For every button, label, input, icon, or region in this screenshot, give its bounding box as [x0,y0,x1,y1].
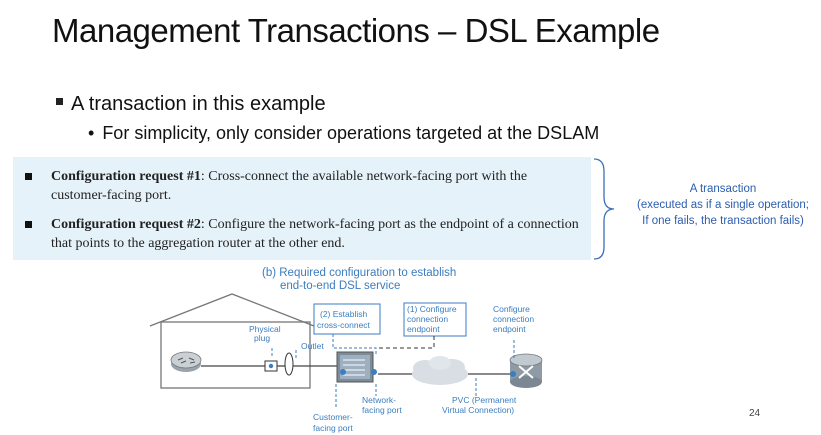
configure-connection-label: Configure [493,304,530,314]
configure-connection-label: connection [493,314,534,324]
network-cloud-icon [412,356,468,385]
transaction-note: A transaction (executed as if a single o… [623,181,821,229]
customer-port-label: Customer- [313,412,353,422]
physical-plug-label: plug [254,333,270,343]
diagram-title: (b) Required configuration to establish … [262,267,502,293]
request-text: : Configure the network-facing port as t… [51,217,579,251]
sub-bullet-text: For simplicity, only consider operations… [102,123,600,143]
router-endpoint-dot [510,371,516,377]
square-bullet-icon [56,98,63,106]
customer-port-dot [340,369,346,375]
aggregation-router-icon [509,353,543,388]
diagram-title-line: end-to-end DSL service [280,280,401,292]
network-port-label: Network- [362,395,396,405]
request-panel: Configuration request #1: Cross-connect … [13,157,591,260]
diagram-title-line: (b) Required configuration to establish [262,267,457,279]
note-line: If one fails, the transaction fails) [642,215,804,227]
configure-endpoint-label: endpoint [407,324,440,334]
network-port-dot [371,369,377,375]
configure-connection-label: endpoint [493,324,526,334]
physical-plug-icon [264,360,278,372]
request-label: Configuration request #1 [51,169,201,184]
transaction-brace [593,158,615,260]
slide-title: Management Transactions – DSL Example [52,12,660,49]
configure-endpoint-label: connection [407,314,448,324]
square-bullet-icon [25,221,32,228]
square-bullet-icon [25,173,32,180]
note-line: (executed as if a single operation; [637,199,809,211]
pvc-label: Virtual Connection) [442,405,514,415]
config-request-2: Configuration request #2: Configure the … [25,215,581,253]
config-request-1: Configuration request #1: Cross-connect … [25,167,581,205]
request-label: Configuration request #2 [51,217,201,232]
home-router-icon [170,351,202,372]
page-number: 24 [749,408,761,419]
dslam-icon [336,351,374,383]
bullet-text: A transaction in this example [71,93,326,115]
sub-bullet-simplicity: • For simplicity, only consider operation… [88,123,599,144]
outlet-icon [284,352,294,376]
dot-bullet-icon: • [88,123,95,143]
outlet-label: Outlet [301,341,324,351]
configure-endpoint-label: (1) Configure [407,304,457,314]
pvc-label: PVC (Permanent [452,395,517,405]
establish-label: (2) Establish [320,309,368,319]
physical-plug-label: Physical [249,324,281,334]
customer-port-label: facing port [313,423,353,433]
house-outline [149,293,315,389]
note-line: A transaction [689,183,757,195]
network-port-label: facing port [362,405,402,415]
bullet-transaction: A transaction in this example [56,93,326,116]
request-text: : Cross-connect the available network-fa… [51,169,528,203]
establish-label: cross-connect [317,320,371,330]
